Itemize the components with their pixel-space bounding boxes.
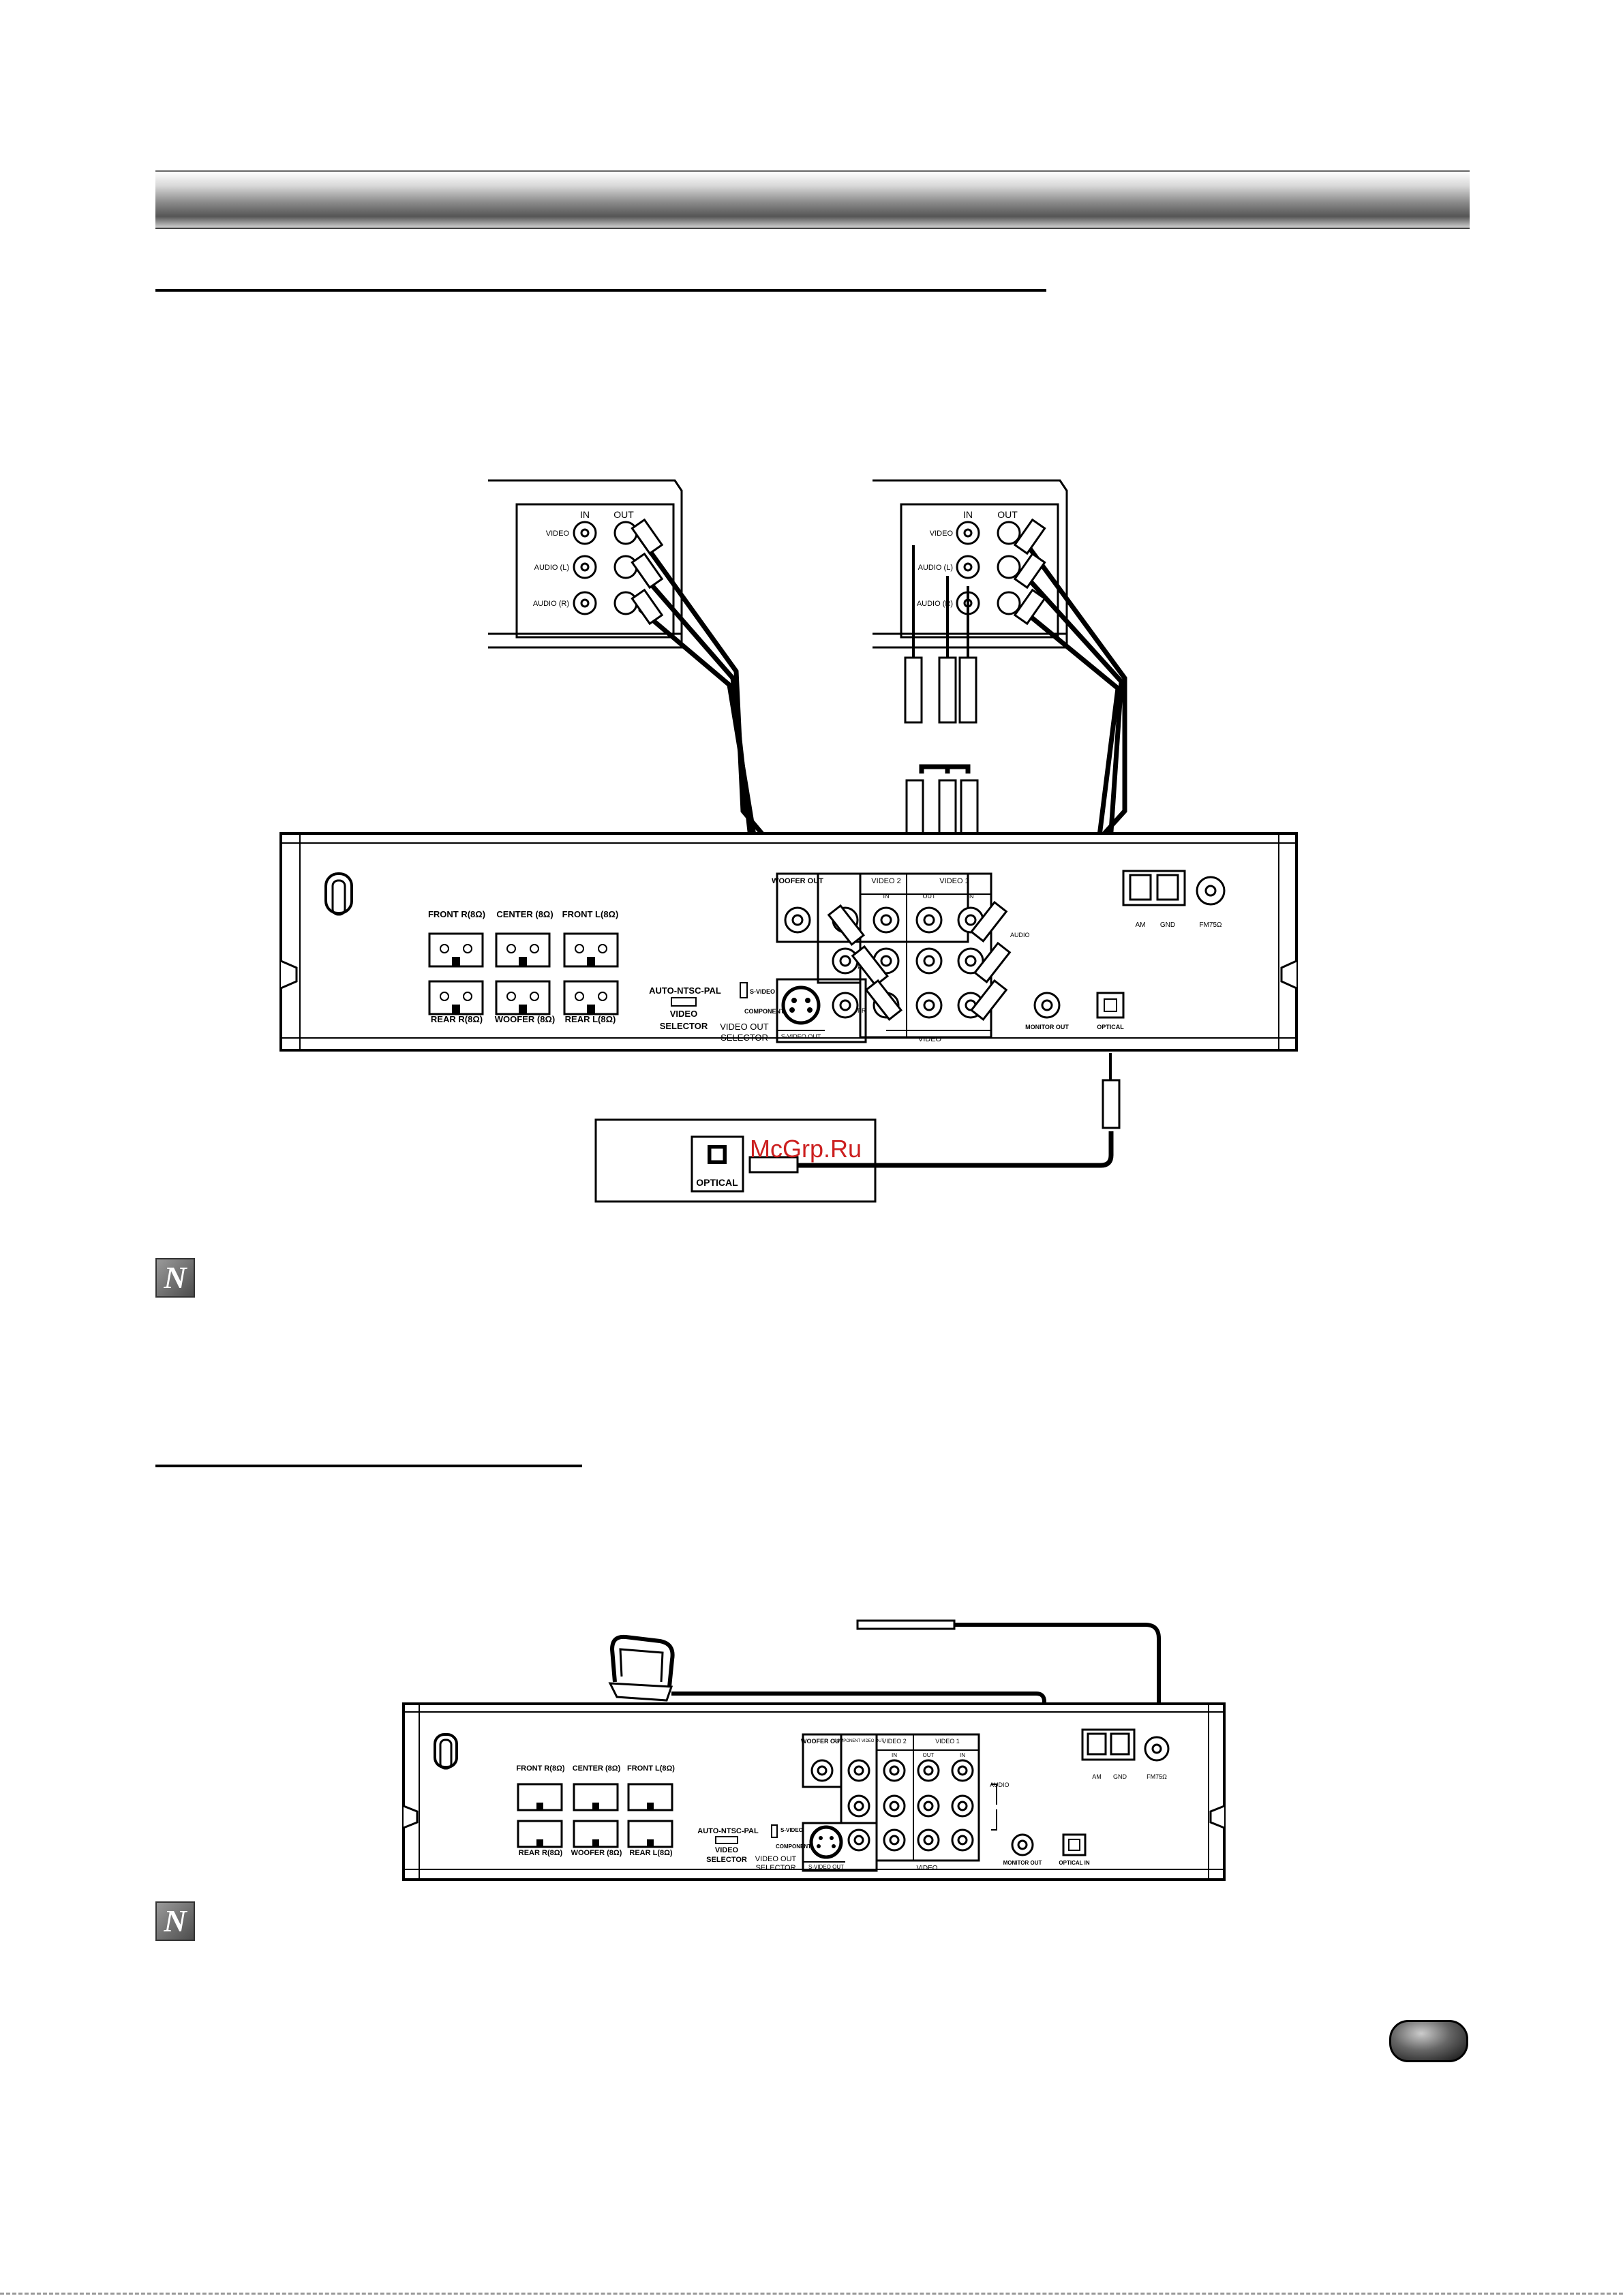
component-switch-label-2: COMPONENT	[776, 1843, 811, 1850]
note-icon: N	[155, 1901, 195, 1941]
vcr-left-video-label: VIDEO	[546, 530, 570, 538]
woofer-label-2: WOOFER (8Ω)	[571, 1849, 622, 1857]
monitor-out-label-2: MONITOR OUT	[1003, 1860, 1042, 1866]
s-video-switch-label-2: S-VIDEO	[780, 1827, 803, 1833]
woofer-out-label-2: WOOFER OUT	[801, 1738, 843, 1745]
section-rule-2	[155, 1465, 582, 1467]
section-rule-1	[155, 289, 1046, 292]
video-selector-label-2a: VIDEO	[715, 1846, 739, 1854]
rca-plugs-receiver-1	[827, 900, 1012, 1021]
gnd-label: GND	[1160, 921, 1175, 929]
component-switch-label: COMPONENT	[744, 1008, 785, 1015]
video-out-selector-label-2b: SELECTOR	[755, 1864, 795, 1872]
am-label: AM	[1136, 921, 1146, 929]
video2-in-label: IN	[883, 893, 890, 900]
auto-ntsc-pal-label: AUTO-NTSC-PAL	[649, 985, 721, 996]
note-icon: N	[155, 1258, 195, 1298]
vcr-left-audio-r-label: AUDIO (R)	[533, 600, 569, 608]
rear-r-label-2: REAR R(8Ω)	[519, 1849, 563, 1857]
auto-ntsc-pal-label-2: AUTO-NTSC-PAL	[697, 1827, 759, 1835]
center-label-2: CENTER (8Ω)	[573, 1764, 621, 1773]
vcr-right-out-label: OUT	[997, 509, 1018, 520]
optical-label: OPTICAL	[1097, 1024, 1124, 1030]
s-video-out-label: S-VIDEO OUT	[781, 1033, 821, 1040]
optical-device: OPTICAL McGrp.Ru	[594, 1053, 1121, 1203]
front-l-label-2: FRONT L(8Ω)	[627, 1764, 675, 1773]
video1-label-2: VIDEO 1	[935, 1738, 960, 1745]
rca-plugs-diagram-1	[631, 518, 1046, 626]
section-header-bar	[155, 170, 1470, 229]
woofer-out-label: WOOFER OUT	[772, 877, 823, 885]
connection-diagram-2: FRONT R(8Ω) CENTER (8Ω) FRONT L(8Ω) REAR…	[402, 1619, 1226, 1881]
video2-label: VIDEO 2	[871, 877, 900, 885]
page-number-tab	[1389, 2020, 1468, 2062]
gnd-label-2: GND	[1113, 1773, 1127, 1780]
video-label-2: VIDEO	[916, 1865, 937, 1872]
video1-out-label-2: OUT	[923, 1752, 935, 1758]
video1-out-label: OUT	[923, 893, 937, 900]
optical-in-label-2: OPTICAL IN	[1059, 1860, 1089, 1866]
fm-label-2: FM75Ω	[1147, 1773, 1167, 1780]
video-out-selector-label-2a: VIDEO OUT	[755, 1855, 797, 1863]
video-out-selector-label-1: VIDEO OUT	[720, 1022, 769, 1032]
audio-label-2: AUDIO	[990, 1781, 1010, 1788]
vcr-right-audio-r-label: AUDIO (R)	[917, 600, 953, 608]
rear-l-label: REAR L(8Ω)	[565, 1014, 616, 1024]
video2-in-label-2: IN	[892, 1752, 897, 1758]
vcr-right-in-label: IN	[963, 509, 973, 520]
video-selector-label-2b: SELECTOR	[706, 1856, 747, 1864]
watermark: McGrp.Ru	[750, 1135, 862, 1163]
front-r-label-2: FRONT R(8Ω)	[516, 1764, 564, 1773]
vcr-left-out-label: OUT	[613, 509, 634, 520]
receiver-rear-panel-1: FRONT R(8Ω) CENTER (8Ω) FRONT L(8Ω) REAR…	[279, 832, 1298, 1052]
monitor-out-label: MONITOR OUT	[1025, 1024, 1069, 1030]
receiver-rear-panel-2: FRONT R(8Ω) CENTER (8Ω) FRONT L(8Ω) REAR…	[402, 1702, 1226, 1881]
fm-antenna	[856, 1619, 956, 1630]
woofer-label: WOOFER (8Ω)	[495, 1014, 555, 1024]
page-bottom-border	[0, 2293, 1623, 2295]
front-l-label: FRONT L(8Ω)	[562, 909, 619, 919]
optical-device-label: OPTICAL	[696, 1177, 738, 1188]
pr-label: PR	[858, 1007, 866, 1014]
video-out-selector-label-2: SELECTOR	[721, 1032, 768, 1043]
rear-r-label: REAR R(8Ω)	[431, 1014, 483, 1024]
vcr-left-audio-l-label: AUDIO (L)	[534, 564, 569, 572]
am-label-2: AM	[1092, 1773, 1102, 1780]
vcr-left: IN OUT VIDEO AUDIO (L) AUDIO (R)	[488, 479, 683, 649]
connection-diagram-1: IN OUT VIDEO AUDIO (L) AUDIO (R) IN OUT …	[279, 479, 1298, 1203]
vcr-right-audio-l-label: AUDIO (L)	[918, 564, 953, 572]
vcr-left-in-label: IN	[580, 509, 590, 520]
video1-in-label-2: IN	[960, 1752, 965, 1758]
center-label: CENTER (8Ω)	[496, 909, 553, 919]
video1-in-label: IN	[968, 893, 974, 900]
audio-label: AUDIO	[1010, 932, 1030, 938]
video-label: VIDEO	[918, 1035, 942, 1043]
front-r-label: FRONT R(8Ω)	[428, 909, 485, 919]
video-selector-label-2: SELECTOR	[660, 1021, 708, 1031]
video2-label-2: VIDEO 2	[882, 1738, 907, 1745]
vcr-right-video-label: VIDEO	[930, 530, 954, 538]
rear-l-label-2: REAR L(8Ω)	[629, 1849, 673, 1857]
vcr-right: IN OUT VIDEO AUDIO (L) AUDIO (R)	[873, 479, 1068, 649]
s-video-out-label-2: S-VIDEO OUT	[808, 1864, 844, 1870]
component-video-out-label-2: COMPONENT VIDEO OUT	[834, 1739, 884, 1743]
fm-label: FM75Ω	[1199, 921, 1222, 929]
video-selector-label-1: VIDEO	[670, 1009, 697, 1019]
video1-label: VIDEO 1	[939, 877, 969, 885]
s-video-switch-label: S-VIDEO	[750, 988, 775, 995]
